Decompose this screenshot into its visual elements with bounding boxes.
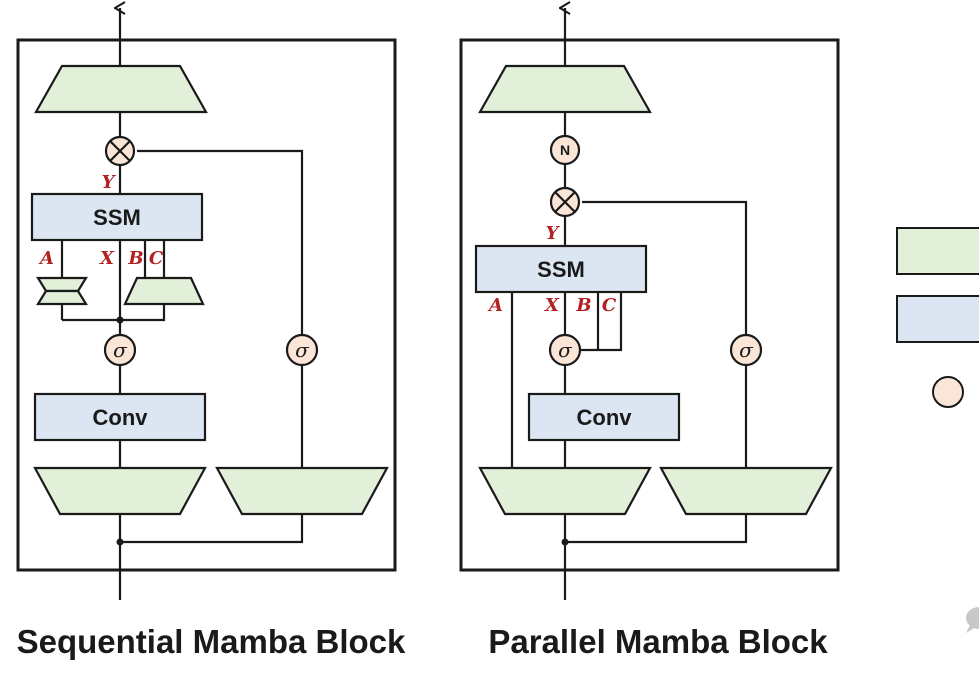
parallel-ssm-box <box>474 244 648 294</box>
parallel-split-dot <box>561 538 569 546</box>
sequential-multiply-icon <box>104 135 136 167</box>
parallel-label-x: X <box>544 295 560 316</box>
sequential-label-a: A <box>38 248 54 269</box>
parallel-conv-box <box>527 392 681 442</box>
sequential-activation-main-icon <box>103 333 137 367</box>
sequential-label-y: Y <box>102 172 117 193</box>
sequential-input-projection <box>33 466 207 516</box>
sequential-gate-projection <box>215 466 389 516</box>
parallel-sigma-main-label: σ <box>558 338 573 362</box>
sequential-join-dot <box>116 316 124 324</box>
sequential-branch-join <box>62 304 166 322</box>
parallel-output-projection <box>478 64 652 114</box>
parallel-norm-label: N <box>560 142 570 158</box>
sequential-mamba-block <box>16 8 397 600</box>
parallel-conv-label: Conv <box>577 405 633 430</box>
sequential-conv-label: Conv <box>93 405 149 430</box>
sequential-label-x: X <box>99 248 115 269</box>
parallel-gate-path <box>565 200 748 544</box>
sequential-conv-box <box>33 392 207 442</box>
parallel-activation-main-icon <box>548 333 582 367</box>
sequential-label-b: B <box>127 248 143 269</box>
sequential-a-projection <box>36 276 88 306</box>
legend-linear-swatch <box>896 227 979 275</box>
legend-ssm-swatch <box>896 295 979 343</box>
sequential-label-c: C <box>149 248 164 269</box>
legend-activation-swatch <box>932 376 964 408</box>
parallel-input-projection <box>478 466 652 516</box>
sequential-ssm-box <box>30 192 204 242</box>
sequential-sigma-main-label: σ <box>113 338 128 362</box>
parallel-label-y: Y <box>546 223 561 244</box>
sequential-output-projection <box>34 64 208 114</box>
parallel-caption: Parallel Mamba Block <box>488 623 828 660</box>
parallel-label-b: B <box>575 295 591 316</box>
sequential-split-dot <box>116 538 124 546</box>
parallel-activation-gate-icon <box>729 333 763 367</box>
parallel-multiply-icon <box>549 186 581 218</box>
parallel-gate-projection <box>659 466 833 516</box>
parallel-label-a: A <box>487 295 503 316</box>
parallel-branch-c <box>580 292 623 352</box>
sequential-sigma-gate-label: σ <box>295 338 310 362</box>
sequential-caption: Sequential Mamba Block <box>17 623 406 660</box>
sequential-bc-projection <box>123 276 205 306</box>
legend <box>896 227 979 408</box>
parallel-ssm-label: SSM <box>537 257 585 282</box>
comment-icon[interactable] <box>966 607 979 633</box>
parallel-sigma-gate-label: σ <box>739 338 754 362</box>
parallel-label-c: C <box>602 295 617 316</box>
sequential-ssm-label: SSM <box>93 205 141 230</box>
sequential-activation-gate-icon <box>285 333 319 367</box>
parallel-norm-icon <box>549 134 581 166</box>
sequential-block-frame <box>16 38 397 572</box>
parallel-block-frame <box>459 38 840 572</box>
parallel-mamba-block <box>459 8 840 600</box>
